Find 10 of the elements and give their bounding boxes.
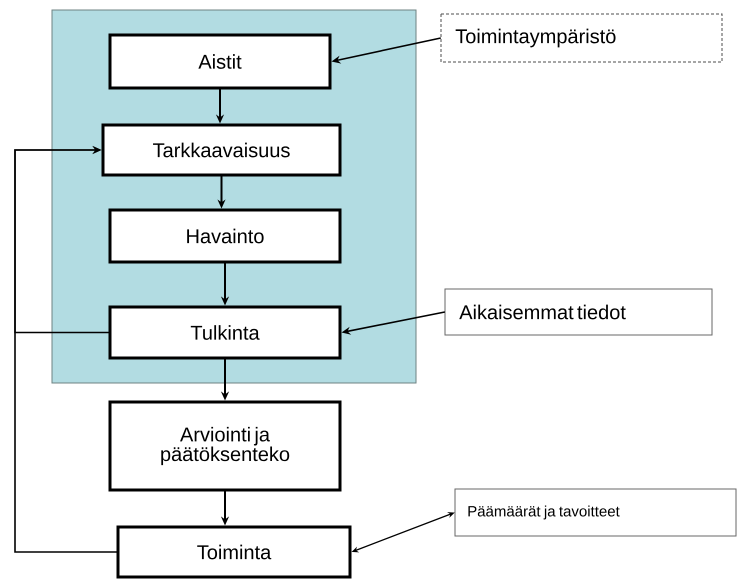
process-box: Tarkkaavaisuus	[102, 124, 342, 176]
process-box: Havainto	[108, 208, 342, 264]
process-box: Aistit	[108, 34, 332, 90]
arrow	[14, 146, 108, 334]
process-box: Toiminta	[116, 526, 352, 578]
process-box: Arviointi ja päätöksenteko	[108, 400, 342, 492]
input-box: Päämäärät ja tavoitteet	[454, 488, 736, 536]
input-box: Toimintaympäristö	[440, 14, 722, 62]
input-box: Aikaisemmat tiedot	[444, 288, 712, 336]
process-box: Tulkinta	[108, 306, 342, 360]
